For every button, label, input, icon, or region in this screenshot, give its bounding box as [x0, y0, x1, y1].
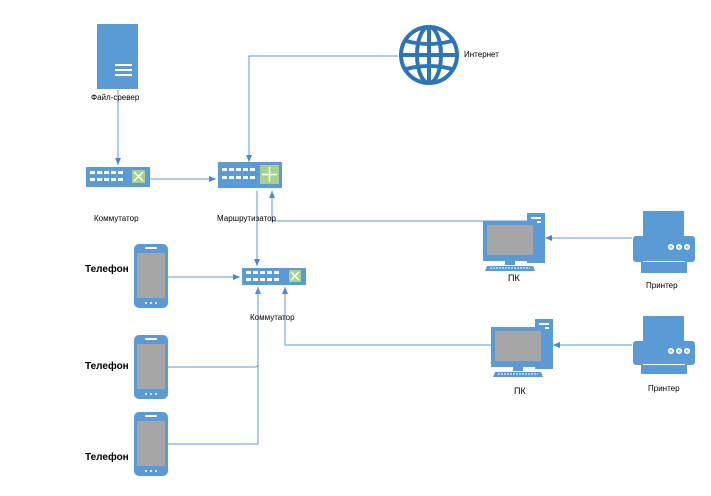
- printer-2-label: Принтер: [648, 384, 680, 393]
- phone-2-label: Телефон: [85, 361, 129, 372]
- link-phone3-switch: [168, 287, 259, 445]
- phone-icon: [134, 335, 168, 399]
- switch-icon: [86, 167, 150, 187]
- server-icon: [97, 24, 138, 89]
- phone-icon: [134, 244, 168, 308]
- link-pc2-switch: [282, 287, 493, 346]
- file-server-label: Файл-сревер: [91, 93, 140, 102]
- switch-top-label: Коммутатор: [94, 214, 139, 223]
- printer-icon: [633, 316, 695, 374]
- router-icon: [218, 162, 282, 188]
- switch-icon: [242, 268, 306, 285]
- link-phone2-switch: [168, 287, 261, 368]
- phone-1-label: Телефон: [85, 264, 129, 275]
- pc-1-label: ПК: [508, 273, 520, 283]
- pc-2-label: ПК: [514, 386, 526, 396]
- phone-icon: [134, 412, 168, 476]
- phone-3-label: Телефон: [85, 452, 129, 463]
- link-internet-router: [246, 55, 398, 162]
- printer-icon: [633, 211, 695, 273]
- internet-label: Интернет: [464, 50, 499, 59]
- computer-icon: [483, 213, 545, 271]
- router-label: Маршрутизатор: [217, 214, 276, 223]
- switch-mid-label: Коммутатор: [250, 313, 295, 322]
- printer-1-label: Принтер: [646, 281, 678, 290]
- globe-icon: [399, 25, 459, 85]
- computer-icon: [491, 319, 553, 377]
- link-pc1-router: [269, 191, 527, 222]
